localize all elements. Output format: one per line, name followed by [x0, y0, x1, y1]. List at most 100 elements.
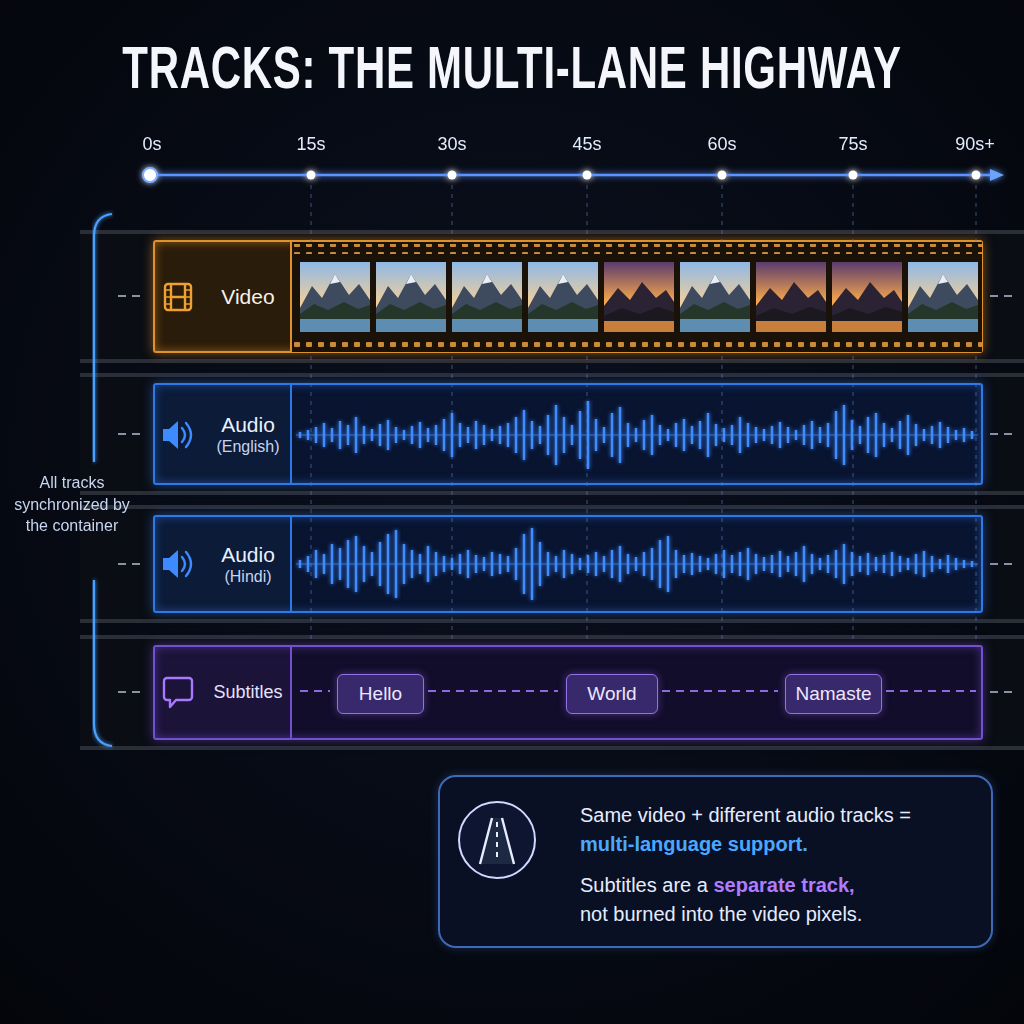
diagram-title: TRACKS: THE MULTI-LANE HIGHWAY	[14, 38, 1011, 98]
film-icon	[165, 284, 191, 310]
body-text: not burned into the video pixels.	[580, 900, 980, 929]
video-frame	[756, 262, 826, 332]
timeline-axis	[150, 174, 994, 177]
lane-dividers	[291, 241, 292, 739]
lane-band	[80, 505, 1024, 623]
lane-edge	[80, 373, 1024, 377]
video-frame	[604, 262, 674, 332]
video-frame	[908, 262, 978, 332]
timeline-tick	[448, 171, 457, 180]
road-centerline	[496, 822, 498, 862]
subtitle-cue: World	[566, 674, 658, 714]
audio-waveform	[300, 528, 980, 600]
track-language: (English)	[216, 437, 279, 456]
film-icon-holes	[165, 290, 191, 304]
track-language: (Hindi)	[224, 567, 271, 586]
lane-bands	[80, 230, 1024, 750]
sprocket-row	[292, 244, 982, 254]
subtitle-timeline	[300, 690, 976, 692]
timeline-tick	[972, 171, 981, 180]
lane-edge	[80, 635, 1024, 639]
gridline	[975, 185, 976, 640]
subtitle-text: Namaste	[795, 683, 871, 705]
road-icon-circle	[459, 802, 535, 878]
video-frame	[528, 262, 598, 332]
lane-divider	[290, 516, 292, 612]
road-edges	[480, 818, 514, 864]
time-tick-label: 30s	[412, 134, 492, 156]
highlight-text: separate track,	[713, 874, 854, 896]
waveform-axis	[296, 435, 978, 436]
lane-band	[80, 635, 1024, 750]
timeline-tick	[307, 171, 316, 180]
track-icons	[163, 284, 192, 707]
subtitle-cue: Hello	[337, 674, 424, 714]
track-name: Audio	[221, 542, 275, 567]
audio-waveform	[300, 401, 980, 469]
speaker-icon	[163, 421, 191, 449]
time-tick-label: 90s+	[935, 134, 1015, 156]
lane-divider	[290, 241, 292, 352]
waveform-axis	[296, 564, 978, 565]
track-name: Audio	[221, 412, 275, 437]
timeline-arrow	[990, 169, 1004, 181]
filmstrip-base	[292, 242, 982, 352]
speaker-body	[163, 421, 178, 449]
subtitle-gap	[300, 690, 330, 692]
time-tick-label: 75s	[813, 134, 893, 156]
time-tick-label: 15s	[271, 134, 351, 156]
sync-bracket	[94, 214, 112, 746]
video-frame	[300, 262, 370, 332]
subtitle-text: Hello	[359, 683, 402, 705]
lane-edge	[80, 491, 1024, 495]
chat-icon	[164, 678, 192, 707]
video-frame	[680, 262, 750, 332]
track-name: Subtitles	[213, 682, 282, 704]
lane-band	[80, 230, 1024, 363]
subtitle-gap	[662, 690, 778, 692]
lane-dashes	[118, 296, 1012, 692]
timeline-tick	[583, 171, 592, 180]
lane-divider	[290, 646, 292, 739]
highlight-text: multi-language support.	[580, 830, 980, 859]
time-tick-label: 45s	[547, 134, 627, 156]
time-gridlines	[311, 185, 976, 640]
subtitle-gap	[886, 690, 976, 692]
timeline	[143, 168, 1004, 182]
timeline-tick	[718, 171, 727, 180]
filmstrip	[292, 242, 982, 352]
lane-edge	[80, 230, 1024, 234]
lane-edge	[80, 746, 1024, 750]
gridline	[451, 185, 452, 640]
video-frame	[452, 262, 522, 332]
body-text: Same video + different audio tracks =	[580, 801, 980, 830]
subtitle-track: Subtitles Hello World Namaste	[153, 645, 983, 740]
speaker-waves	[182, 552, 191, 576]
road-icon	[459, 802, 535, 878]
subtitle-text: World	[587, 683, 636, 705]
speaker-waves	[182, 423, 191, 447]
timeline-origin	[143, 168, 157, 182]
subtitle-cue: Namaste	[785, 674, 882, 714]
lane-edge	[80, 619, 1024, 623]
info-callout: Same video + different audio tracks =mul…	[438, 775, 993, 948]
callout-text: Same video + different audio tracks =mul…	[580, 801, 980, 929]
time-tick-label: 60s	[682, 134, 762, 156]
timeline-tick	[849, 171, 858, 180]
callout-paragraph: Same video + different audio tracks =mul…	[580, 801, 980, 859]
track-label-box: Audio(Hindi)	[203, 517, 293, 611]
speaker-body	[163, 550, 178, 578]
gridline	[721, 185, 722, 640]
audio-track: Audio(Hindi)	[153, 515, 983, 613]
video-frame	[832, 262, 902, 332]
track-label-box: Subtitles	[203, 647, 293, 738]
sprocket-row	[292, 339, 982, 349]
lane-edge	[80, 505, 1024, 509]
gridline	[852, 185, 853, 640]
gridline	[586, 185, 587, 640]
subtitle-gap	[428, 690, 558, 692]
sync-note: All tracks synchronized by the container	[14, 472, 130, 537]
